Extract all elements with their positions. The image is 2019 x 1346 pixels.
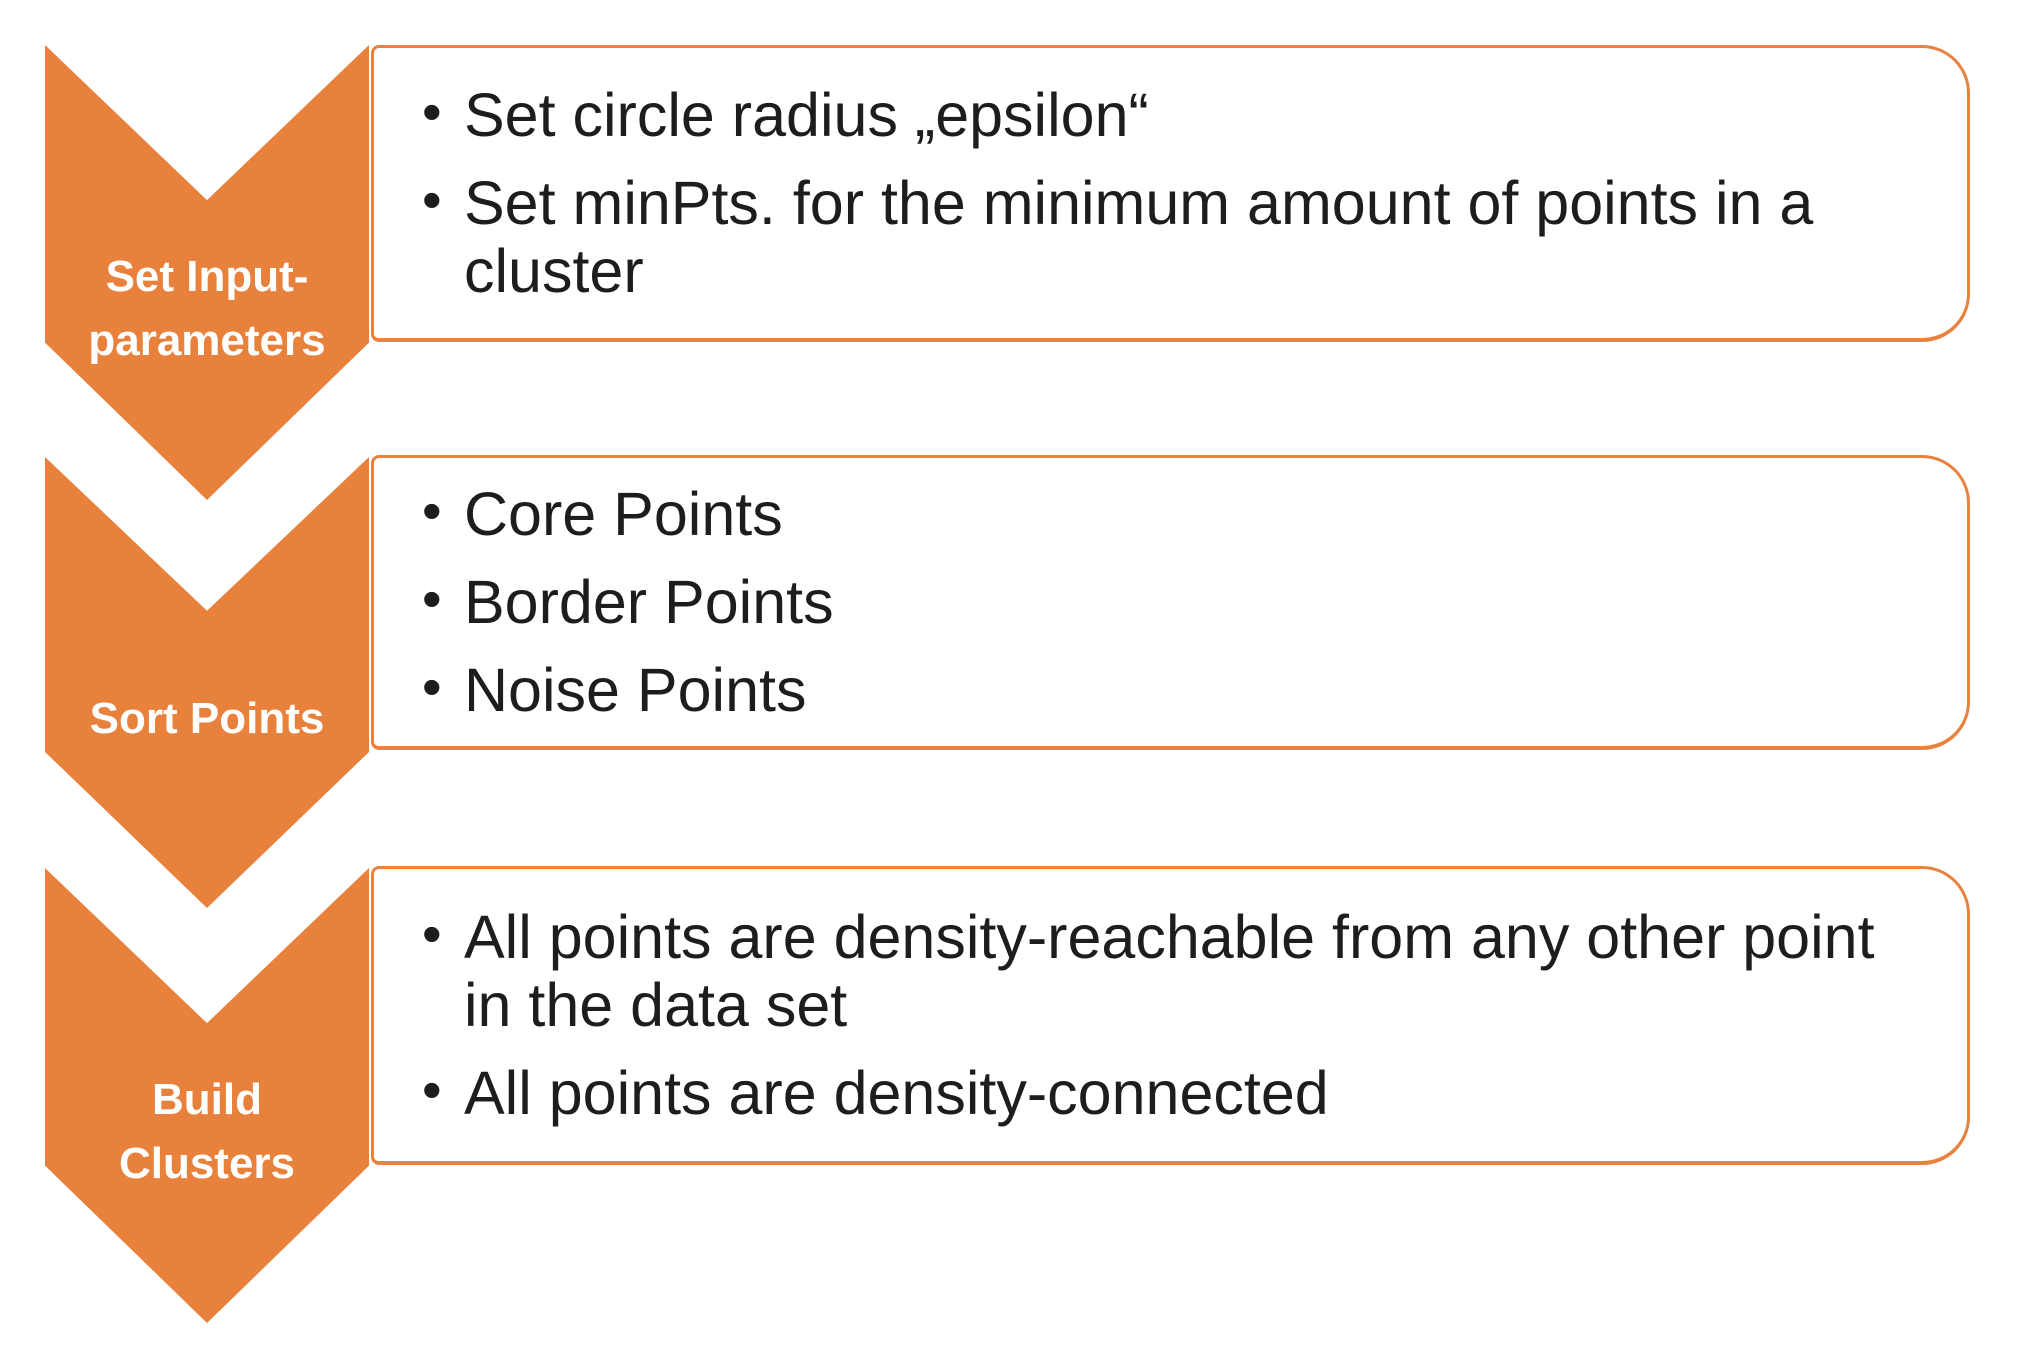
- bullet-text: All points are density-reachable from an…: [464, 903, 1875, 1039]
- details-box-set-input-parameters: • Set circle radius „epsilon“ • Set minP…: [371, 45, 1970, 342]
- details-box-build-clusters: • All points are density-reachable from …: [371, 866, 1970, 1165]
- bullet-dot-icon: •: [422, 479, 442, 542]
- bullet-item: • All points are density-connected: [422, 1058, 1897, 1127]
- bullet-dot-icon: •: [422, 168, 442, 231]
- bullet-list: • Set circle radius „epsilon“ • Set minP…: [422, 80, 1897, 305]
- step-label-line: Build: [152, 1074, 262, 1124]
- chevron-step-build-clusters: Build Clusters: [45, 868, 369, 1323]
- bullet-text: Core Points: [464, 480, 783, 548]
- bullet-dot-icon: •: [422, 567, 442, 630]
- step-label-line: Clusters: [118, 1138, 296, 1188]
- step-label-sort-points: Sort Points: [90, 687, 325, 751]
- chevron-step-sort-points: Sort Points: [45, 457, 369, 908]
- bullet-dot-icon: •: [422, 655, 442, 718]
- step-label-line: Sort Points: [89, 693, 325, 743]
- bullet-item: • Set minPts. for the minimum amount of …: [422, 168, 1897, 305]
- bullet-item: • All points are density-reachable from …: [422, 902, 1897, 1039]
- bullet-dot-icon: •: [422, 902, 442, 965]
- bullet-dot-icon: •: [422, 80, 442, 143]
- bullet-item: • Set circle radius „epsilon“: [422, 80, 1897, 149]
- bullet-text: Set circle radius „epsilon“: [464, 81, 1149, 149]
- bullet-list: • All points are density-reachable from …: [422, 902, 1897, 1127]
- bullet-dot-icon: •: [422, 1058, 442, 1121]
- bullet-text: Noise Points: [464, 656, 807, 724]
- bullet-item: • Noise Points: [422, 655, 1897, 724]
- bullet-list: • Core Points • Border Points • Noise Po…: [422, 479, 1897, 724]
- bullet-text: All points are density-connected: [464, 1059, 1329, 1127]
- bullet-item: • Border Points: [422, 567, 1897, 636]
- step-label-line: parameters: [88, 315, 326, 365]
- bullet-item: • Core Points: [422, 479, 1897, 548]
- step-label-set-input-parameters: Set Input- parameters: [88, 245, 325, 373]
- details-box-sort-points: • Core Points • Border Points • Noise Po…: [371, 455, 1970, 750]
- step-label-build-clusters: Build Clusters: [119, 1068, 295, 1196]
- bullet-text: Border Points: [464, 568, 834, 636]
- step-label-line: Set Input-: [105, 251, 309, 301]
- chevron-step-set-input-parameters: Set Input- parameters: [45, 45, 369, 500]
- bullet-text: Set minPts. for the minimum amount of po…: [464, 169, 1814, 305]
